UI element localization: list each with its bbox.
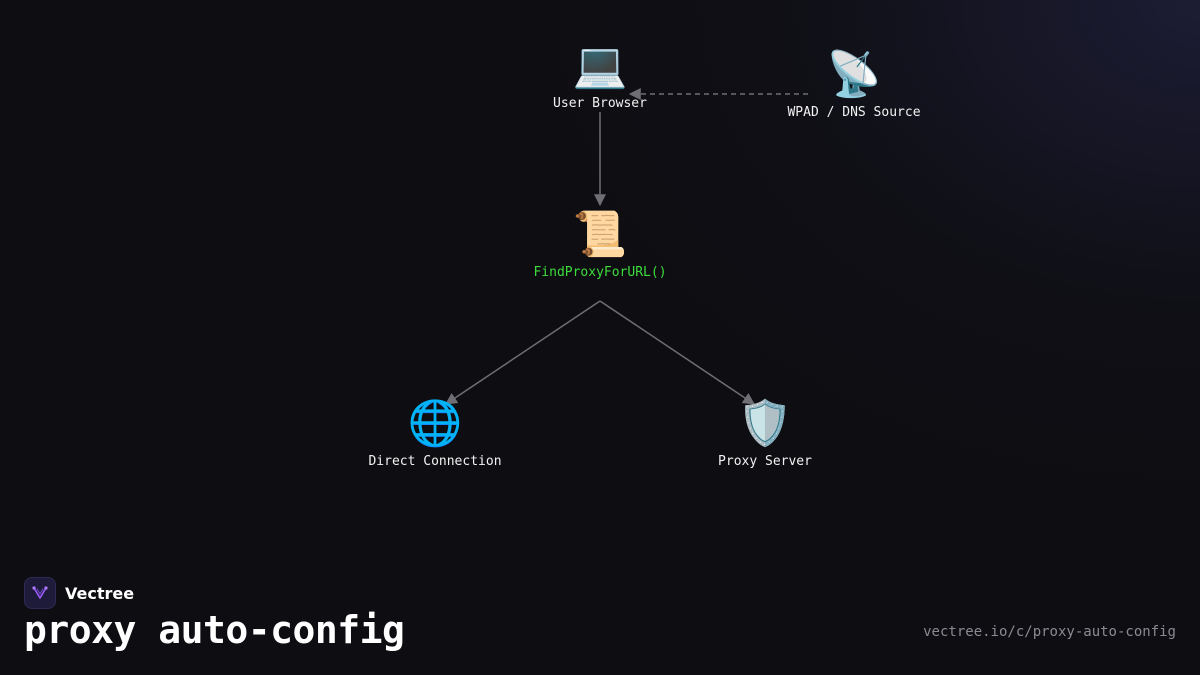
vectree-logo-icon xyxy=(24,577,56,609)
node-direct-connection: 🌐 Direct Connection xyxy=(368,398,501,469)
node-label: WPAD / DNS Source xyxy=(787,105,921,120)
node-wpad-dns-source: 📡 WPAD / DNS Source xyxy=(787,49,920,120)
laptop-icon: 💻 xyxy=(572,40,628,91)
node-label: User Browser xyxy=(553,96,647,111)
node-find-proxy: 📜 FindProxyForURL() xyxy=(533,209,666,280)
node-label: FindProxyForURL() xyxy=(533,265,667,280)
shield-icon: 🛡️ xyxy=(737,398,793,449)
scroll-icon: 📜 xyxy=(572,209,628,260)
edge-findproxy-to-proxy xyxy=(599,300,755,405)
node-label: Proxy Server xyxy=(718,454,812,469)
brand: Vectree xyxy=(24,577,134,609)
globe-icon: 🌐 xyxy=(407,398,463,449)
edge-findproxy-to-direct xyxy=(445,300,601,405)
node-label: Direct Connection xyxy=(368,454,502,469)
page-title: proxy auto-config xyxy=(24,608,405,652)
source-url[interactable]: vectree.io/c/proxy-auto-config xyxy=(923,624,1176,640)
node-user-browser: 💻 User Browser xyxy=(553,40,647,111)
brand-name: Vectree xyxy=(65,583,135,603)
satellite-antenna-icon: 📡 xyxy=(826,49,882,100)
node-proxy-server: 🛡️ Proxy Server xyxy=(718,398,812,469)
